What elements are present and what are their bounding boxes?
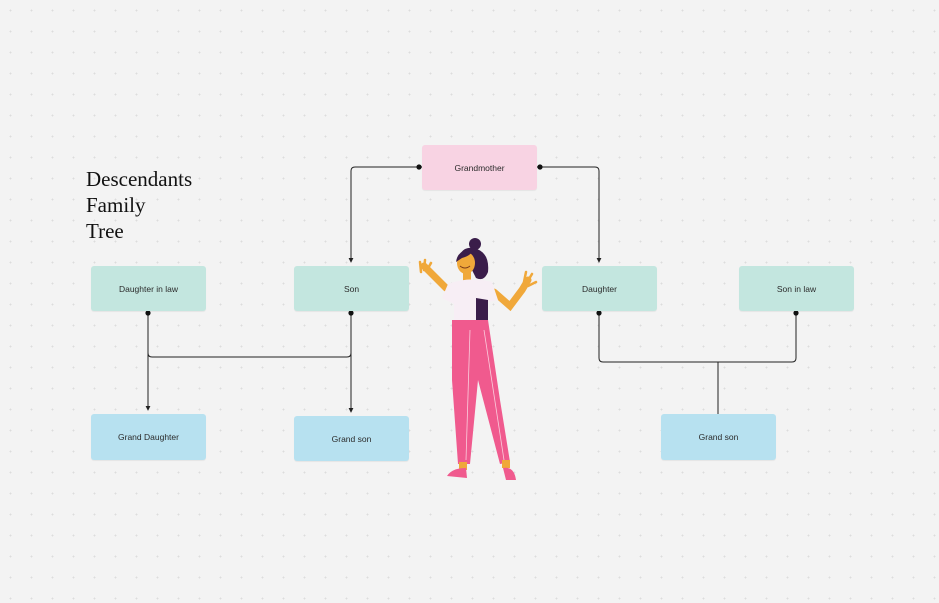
connector-daughterinlaw-son xyxy=(147,313,352,358)
connector-daughter-soninlaw xyxy=(598,313,797,363)
node-daughter-label: Daughter xyxy=(582,283,617,294)
diagram-title: Descendants Family Tree xyxy=(86,166,236,244)
node-grandmother[interactable]: Grandmother xyxy=(422,145,537,190)
node-grand-daughter[interactable]: Grand Daughter xyxy=(91,414,206,460)
grandmother-right-dot xyxy=(537,164,543,170)
node-grandmother-label: Grandmother xyxy=(454,162,505,173)
node-son[interactable]: Son xyxy=(294,266,409,311)
node-grand-son-right-label: Grand son xyxy=(698,432,739,442)
woman-shrugging-illustration xyxy=(418,238,538,480)
title-line-3: Tree xyxy=(86,219,124,243)
title-line-2: Family xyxy=(86,193,146,217)
node-grand-son-right[interactable]: Grand son xyxy=(661,414,776,460)
son-in-law-dot xyxy=(793,310,799,316)
grandmother-left-dot xyxy=(416,164,422,170)
node-daughter[interactable]: Daughter xyxy=(542,266,657,311)
node-daughter-in-law[interactable]: Daughter in law xyxy=(91,266,206,311)
title-line-1: Descendants xyxy=(86,167,193,191)
connector-grandmother-daughter xyxy=(537,166,602,263)
daughter-in-law-dot xyxy=(145,310,151,316)
connector-grandmother-son xyxy=(348,166,422,263)
node-son-label: Son xyxy=(343,283,360,294)
node-son-in-law-label: Son in law xyxy=(776,283,817,294)
node-grand-son-left[interactable]: Grand son xyxy=(294,416,409,461)
son-dot xyxy=(348,310,354,316)
node-daughter-in-law-label: Daughter in law xyxy=(118,283,179,294)
node-grand-daughter-label: Grand Daughter xyxy=(118,432,179,442)
node-grand-son-left-label: Grand son xyxy=(331,433,372,444)
node-son-in-law[interactable]: Son in law xyxy=(739,266,854,311)
daughter-dot xyxy=(596,310,602,316)
